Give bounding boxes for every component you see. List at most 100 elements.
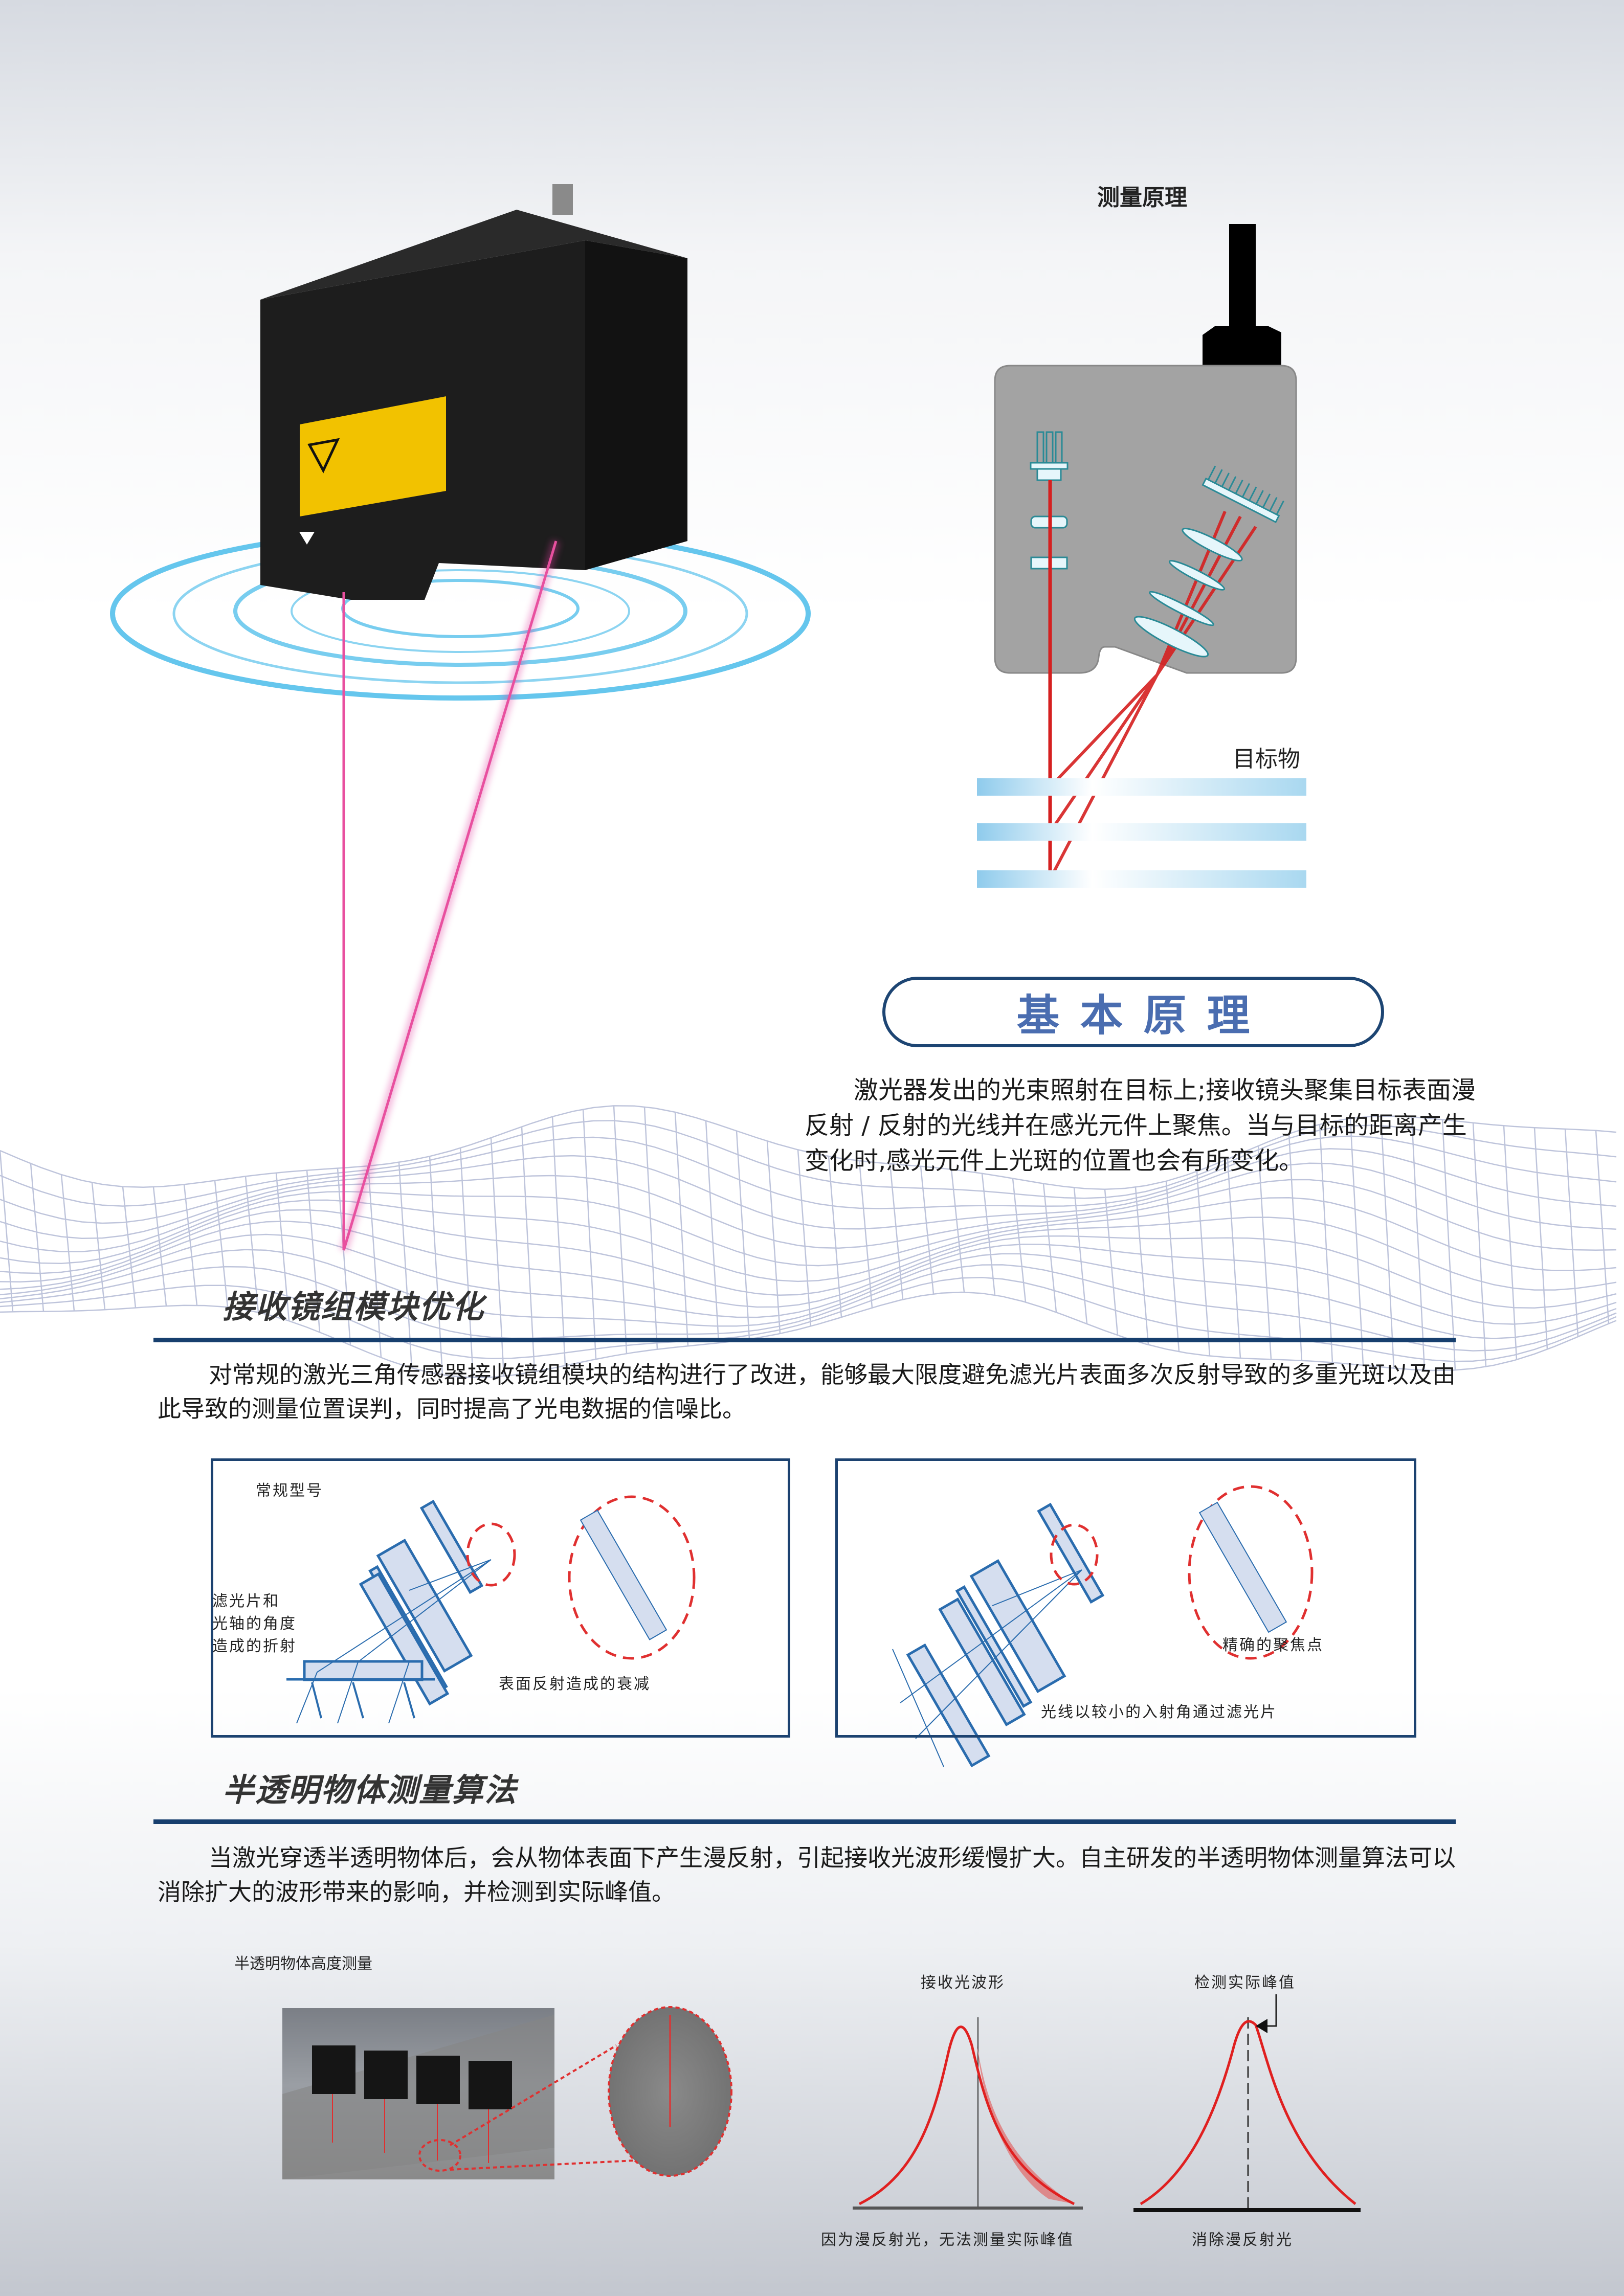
mesh-line (1042, 1183, 1057, 1313)
mesh-line (0, 1233, 1617, 1325)
mesh-line (1380, 1116, 1395, 1368)
mesh-line (1503, 1126, 1518, 1360)
mesh-line (459, 1147, 474, 1378)
detected-peak-caption: 消除漫反射光 (1192, 2231, 1293, 2249)
lens-module-heading: 接收镜组模块优化 (223, 1288, 485, 1325)
mesh-line (0, 1291, 1617, 1379)
mesh-line (0, 1120, 1617, 1207)
mesh-line (30, 1163, 45, 1312)
mesh-line (1288, 1134, 1303, 1361)
laser-sensor-product (260, 184, 687, 600)
mesh-line (91, 1182, 106, 1310)
mesh-line (306, 1170, 321, 1333)
peak-arrow-icon (1263, 1994, 1277, 2027)
section-divider (153, 1819, 1456, 1824)
mesh-line (244, 1176, 259, 1313)
detected-peak-chart (1133, 1994, 1361, 2212)
mesh-line (490, 1137, 505, 1377)
conventional-diagram-box (211, 1458, 790, 1738)
mesh-line (1319, 1124, 1333, 1363)
mesh-line (367, 1166, 382, 1358)
mesh-line (275, 1173, 290, 1321)
mesh-line (122, 1186, 137, 1308)
mesh-line (0, 1220, 1617, 1309)
mesh-line (0, 1277, 1617, 1362)
mesh-line (1472, 1122, 1487, 1367)
mesh-line (828, 1156, 842, 1318)
target-plane-2 (977, 823, 1306, 841)
mesh-line (950, 1169, 965, 1293)
mesh-line (1196, 1171, 1211, 1356)
refraction-note-line: 滤光片和 (212, 1592, 280, 1610)
mesh-line (766, 1141, 781, 1334)
mesh-line (1073, 1187, 1088, 1324)
mesh-line (1533, 1128, 1548, 1349)
mesh-line (1134, 1187, 1149, 1345)
mesh-line (981, 1173, 996, 1295)
mesh-line (582, 1109, 597, 1360)
refraction-note-line: 光轴的角度 (212, 1615, 297, 1633)
mesh-line (0, 1162, 1617, 1253)
target-plane-1 (977, 778, 1306, 796)
mesh-line (613, 1106, 628, 1354)
mesh-line (1411, 1117, 1426, 1370)
mesh-line (152, 1187, 167, 1307)
mesh-line (60, 1174, 75, 1311)
mesh-line (183, 1184, 198, 1305)
translucent-text: 当激光穿透半透明物体后，会从物体表面下产生漫反射，引起接收光波形缓慢扩大。自主研… (158, 1844, 1456, 1906)
received-waveform-title: 接收光波形 (921, 1974, 1005, 1992)
mesh-line (551, 1116, 566, 1366)
measurement-principle-title: 测量原理 (1097, 185, 1187, 211)
mesh-line (643, 1107, 658, 1349)
precise-focus-label: 精确的聚焦点 (1222, 1636, 1324, 1654)
conventional-lens-diagram (286, 1495, 696, 1724)
laser-warning-label (300, 396, 446, 516)
mesh-line (398, 1162, 413, 1368)
mesh-line (0, 1179, 1617, 1267)
laser-hazard-icon (307, 438, 340, 474)
mesh-line (0, 1264, 1617, 1352)
mesh-line (0, 1148, 1617, 1240)
basic-principle-banner: 基本原理 (882, 977, 1384, 1047)
triangle-mark-icon (299, 532, 315, 545)
mesh-line (0, 1105, 1617, 1190)
mesh-line (705, 1120, 720, 1343)
connector-icon (552, 184, 573, 215)
mesh-line (1012, 1178, 1027, 1302)
received-waveform-chart (853, 2017, 1083, 2210)
basic-principle-text: 激光器发出的光束照射在目标上;接收镜头聚集目标表面漫反射 / 反射的光线并在感光… (805, 1076, 1476, 1175)
mesh-line (1441, 1119, 1456, 1370)
mesh-line (1257, 1145, 1272, 1360)
mesh-line (1227, 1159, 1241, 1359)
section-divider (153, 1338, 1456, 1342)
mesh-line (1564, 1129, 1579, 1337)
translucent-photo-label: 半透明物体高度测量 (234, 1955, 372, 1973)
mesh-line (0, 1249, 1617, 1339)
basic-principle-heading: 基本原理 (1016, 990, 1271, 1041)
mesh-line (0, 1197, 1617, 1282)
mesh-line (0, 1150, 14, 1312)
target-plane-3 (977, 870, 1306, 888)
conventional-model-label: 常规型号 (256, 1482, 323, 1500)
mesh-line (214, 1180, 229, 1308)
lens-module-text: 对常规的激光三角传感器接收镜组模块的结构进行了改进，能够最大限度避免滤光片表面多… (158, 1361, 1456, 1423)
optimized-diagram-box (835, 1458, 1416, 1738)
target-object-label: 目标物 (1233, 746, 1300, 772)
mesh-line (1349, 1118, 1364, 1365)
mesh-line (889, 1163, 904, 1300)
mesh-line (797, 1150, 812, 1326)
surface-reflection-caption: 表面反射造成的衰减 (499, 1675, 651, 1693)
mesh-line (521, 1127, 536, 1372)
measurement-principle-diagram (977, 224, 1306, 888)
mesh-line (1104, 1189, 1119, 1336)
detected-peak-title: 检测实际峰值 (1194, 1974, 1296, 1992)
mesh-line (0, 1135, 1617, 1224)
mesh-line (858, 1160, 873, 1308)
wave-mesh-background (0, 1105, 1617, 1379)
mesh-line (920, 1166, 935, 1294)
mesh-line (736, 1131, 750, 1339)
laser-beams (339, 539, 561, 1252)
translucent-heading: 半透明物体测量算法 (223, 1771, 518, 1809)
translucent-measurement-photo (282, 2006, 732, 2179)
mesh-line (1165, 1181, 1180, 1352)
